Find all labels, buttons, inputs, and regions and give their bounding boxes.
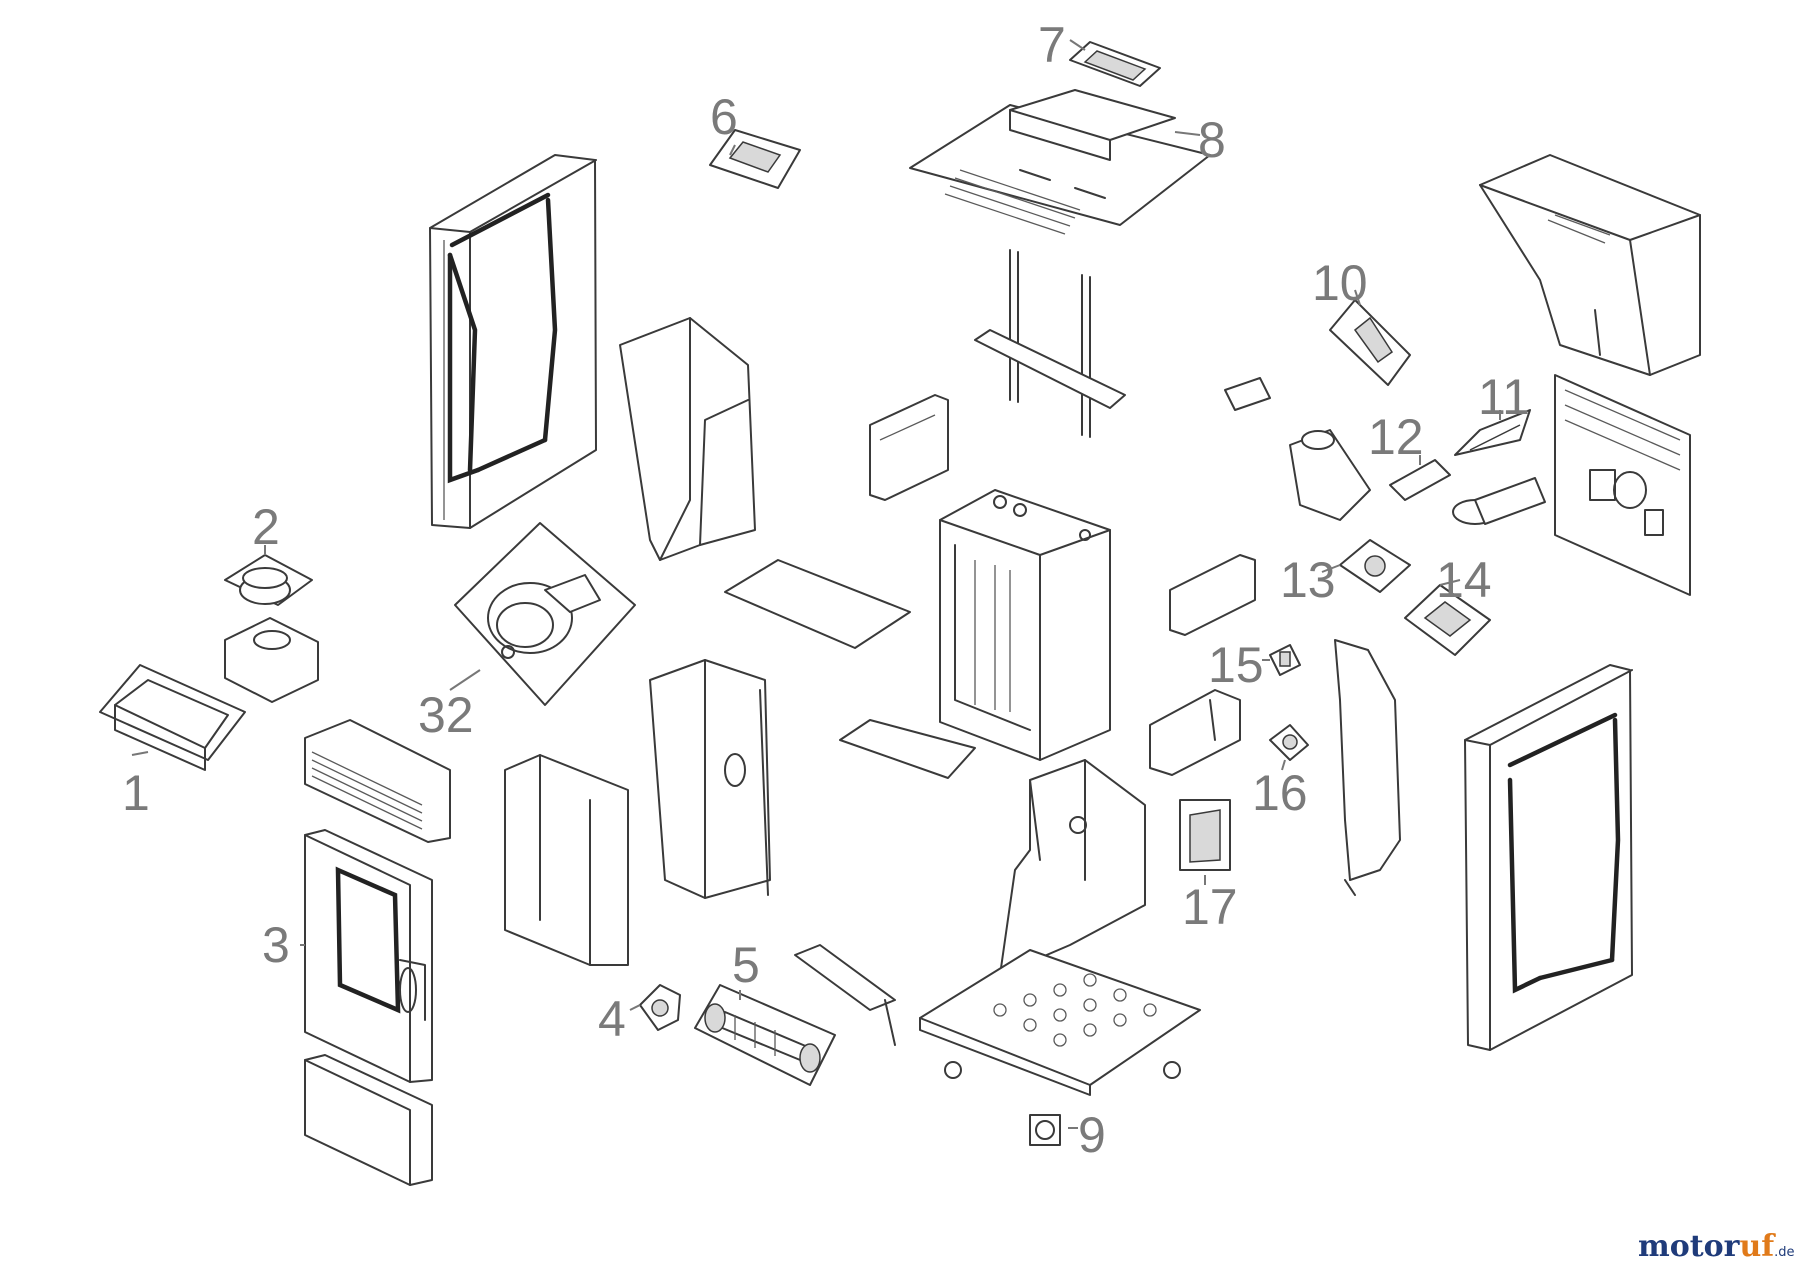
callout-5: 5	[732, 937, 760, 993]
logo-part-uf: uf	[1739, 1229, 1775, 1264]
tangential-fan-part-5	[694, 984, 836, 1086]
baffle-plate	[724, 559, 976, 779]
motoruf-logo: motoruf.de	[1638, 1230, 1795, 1270]
callout-4: 4	[598, 991, 626, 1047]
callout-leaders	[131, 39, 1501, 1129]
callout-8: 8	[1198, 112, 1226, 168]
board-mount	[1149, 689, 1241, 776]
callout-32: 32	[418, 687, 474, 743]
base-plate	[919, 949, 1201, 1096]
front-door-part-3	[304, 829, 433, 1083]
logo-part-domain: .de	[1774, 1245, 1795, 1260]
callout-16: 16	[1252, 765, 1308, 821]
pellet-hopper	[1479, 154, 1701, 376]
burner-part-2	[224, 554, 319, 703]
foot-part-9	[1029, 1114, 1061, 1146]
support-rods	[974, 249, 1126, 438]
control-board-part-17	[1179, 799, 1231, 871]
switch-part-15	[1269, 644, 1301, 676]
side-bracket-left	[869, 394, 949, 501]
side-panel-right-mid	[1334, 639, 1401, 896]
callout-12: 12	[1368, 409, 1424, 465]
front-grille	[304, 719, 451, 843]
burner-support	[1289, 429, 1371, 521]
callout-1: 1	[122, 765, 150, 821]
callout-14: 14	[1436, 552, 1492, 608]
sensor-part-13	[1339, 539, 1411, 593]
callout-2: 2	[252, 499, 280, 555]
base-rail	[794, 944, 896, 1046]
lower-deflector	[649, 659, 771, 899]
igniter-part-10	[1329, 299, 1411, 386]
rear-panel	[1554, 374, 1691, 596]
ash-pan-part-1	[99, 664, 246, 771]
panel-bracket-mid	[1169, 554, 1256, 636]
auger-housing	[999, 759, 1146, 976]
left-side-panel	[429, 154, 597, 529]
callout-10: 10	[1312, 255, 1368, 311]
inner-side-panel	[504, 754, 629, 966]
rear-deflector	[619, 317, 756, 561]
right-side-panel	[1464, 664, 1633, 1051]
base-holes	[993, 973, 1157, 1047]
cover-part-6	[709, 129, 801, 189]
ash-drawer-front	[304, 1054, 433, 1186]
callout-6: 6	[710, 89, 738, 145]
callout-7: 7	[1038, 17, 1066, 73]
top-cover-part-8	[909, 89, 1211, 235]
callout-11: 11	[1478, 369, 1530, 425]
logo-part-motor: motor	[1638, 1229, 1740, 1264]
fan-part-32	[454, 522, 636, 706]
rod-part-11	[1454, 409, 1531, 456]
small-bracket-center	[1224, 377, 1271, 411]
callout-15: 15	[1208, 637, 1264, 693]
component-part-4	[639, 984, 681, 1031]
main-body-chamber	[939, 489, 1111, 761]
callout-3: 3	[262, 917, 290, 973]
callout-17: 17	[1182, 879, 1238, 935]
callout-9: 9	[1078, 1107, 1106, 1163]
callout-13: 13	[1280, 552, 1336, 608]
sensor-part-16	[1269, 724, 1309, 761]
bracket-part-12	[1389, 459, 1451, 501]
gear-motor-part-14	[1404, 584, 1491, 656]
tube-pipe	[1452, 477, 1546, 525]
